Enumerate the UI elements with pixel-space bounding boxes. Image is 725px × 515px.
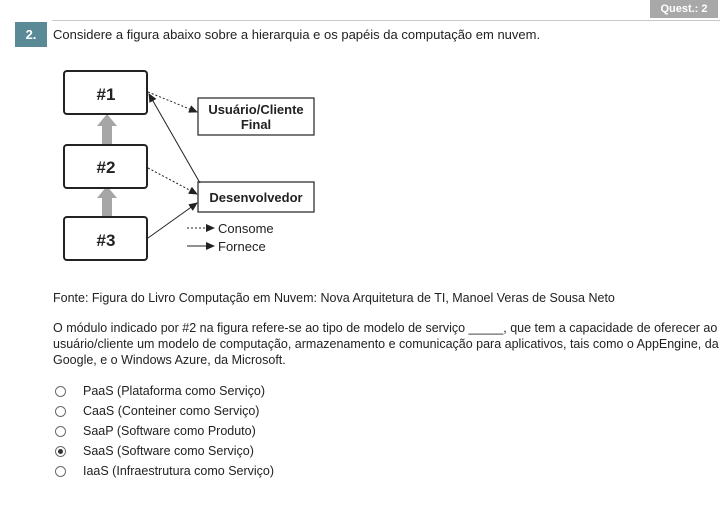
box-developer: Desenvolvedor	[197, 181, 315, 213]
question-body: O módulo indicado por #2 na figura refer…	[53, 321, 719, 367]
box-layer-2: #2	[63, 144, 148, 189]
legend-fornece-label: Fornece	[218, 239, 266, 254]
option-saas[interactable]: SaaS (Software como Serviço)	[55, 441, 274, 461]
fornece-arrow-3-to-dev	[147, 202, 198, 239]
box-layer-3-label: #3	[97, 231, 116, 250]
option-label: IaaS (Infraestrutura como Serviço)	[83, 464, 275, 478]
box-layer-2-label: #2	[97, 158, 116, 177]
radio-button[interactable]	[55, 445, 66, 457]
legend: Consome Fornece	[187, 221, 274, 254]
option-label: PaaS (Plataforma como Serviço)	[83, 384, 266, 398]
option-label: SaaS (Software como Serviço)	[83, 444, 254, 458]
consome-arrow-2-to-dev	[147, 167, 198, 195]
box-layer-1-label: #1	[97, 85, 116, 104]
user-client-line1: Usuário/Cliente	[208, 102, 303, 117]
box-layer-1: #1	[63, 70, 148, 115]
option-saap[interactable]: SaaP (Software como Produto)	[55, 421, 274, 441]
quest-badge: Quest.: 2	[650, 0, 718, 18]
developer-label: Desenvolvedor	[209, 190, 302, 205]
box-user-client: Usuário/Cliente Final	[197, 97, 315, 136]
figure-source: Fonte: Figura do Livro Computação em Nuv…	[53, 291, 615, 305]
radio-button[interactable]	[55, 405, 66, 417]
option-caas[interactable]: CaaS (Conteiner como Serviço)	[55, 401, 274, 421]
radio-button[interactable]	[55, 425, 66, 437]
fornece-arrow-dev-to-1	[148, 93, 201, 184]
up-arrow-3-to-2	[97, 186, 117, 218]
user-client-line2: Final	[241, 117, 271, 132]
header-divider	[52, 20, 720, 21]
option-label: CaaS (Conteiner como Serviço)	[83, 404, 260, 418]
up-arrow-2-to-1	[97, 114, 117, 146]
answer-options: PaaS (Plataforma como Serviço) CaaS (Con…	[55, 381, 274, 481]
question-prompt: Considere a figura abaixo sobre a hierar…	[53, 27, 541, 42]
box-layer-3: #3	[63, 216, 148, 261]
option-paas[interactable]: PaaS (Plataforma como Serviço)	[55, 381, 274, 401]
cloud-hierarchy-figure: #1 #2 #3 Usuário/Cliente Final Desenvolv…	[63, 70, 315, 261]
radio-button[interactable]	[55, 385, 66, 397]
radio-button[interactable]	[55, 465, 66, 477]
consome-arrow-1-to-user	[147, 91, 198, 113]
option-iaas[interactable]: IaaS (Infraestrutura como Serviço)	[55, 461, 274, 481]
option-label: SaaP (Software como Produto)	[83, 424, 256, 438]
question-number: 2.	[15, 22, 47, 47]
radio-selected-dot	[58, 448, 63, 454]
legend-consome-label: Consome	[218, 221, 274, 236]
